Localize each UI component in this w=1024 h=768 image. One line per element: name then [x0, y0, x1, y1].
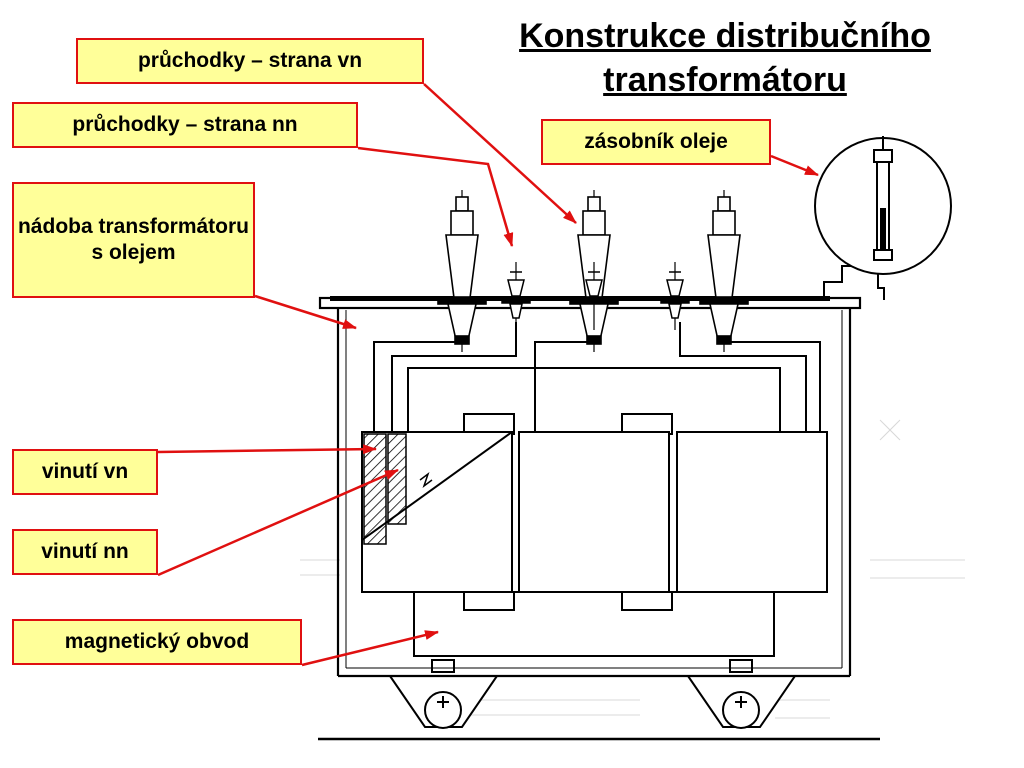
internal-leads — [373, 322, 821, 432]
label-bushings-lv: průchodky – strana nn — [12, 102, 358, 148]
arrow-bushings-hv — [423, 83, 577, 224]
hv-bushing-1 — [437, 190, 487, 352]
background-sketch — [300, 419, 965, 719]
arrow-magnetic-circuit — [301, 630, 439, 667]
arrow-tank — [254, 294, 357, 330]
lv-bushing-2 — [585, 262, 603, 330]
wheel-left — [388, 659, 499, 729]
label-winding-lv: vinutí nn — [12, 529, 158, 575]
arrow-winding-lv — [157, 468, 399, 577]
arrow-winding-hv — [157, 444, 377, 455]
oil-reservoir — [814, 136, 952, 300]
hv-bushing-3 — [699, 190, 749, 352]
page-title: Konstrukce distribučního transformátoru — [519, 17, 931, 99]
label-magnetic-circuit: magnetický obvod — [12, 619, 302, 665]
core — [361, 413, 828, 657]
arrow-bushings-lv — [357, 146, 514, 247]
label-tank: nádoba transformátoru s olejem — [12, 182, 255, 298]
label-bushings-hv: průchodky – strana vn — [76, 38, 424, 84]
lv-bushing-3 — [660, 262, 690, 330]
label-oil-reservoir: zásobník oleje — [541, 119, 771, 165]
lv-bushing-1 — [501, 262, 531, 330]
arrows — [157, 83, 819, 667]
label-winding-hv: vinutí vn — [12, 449, 158, 495]
arrow-oil-reservoir — [770, 154, 819, 177]
